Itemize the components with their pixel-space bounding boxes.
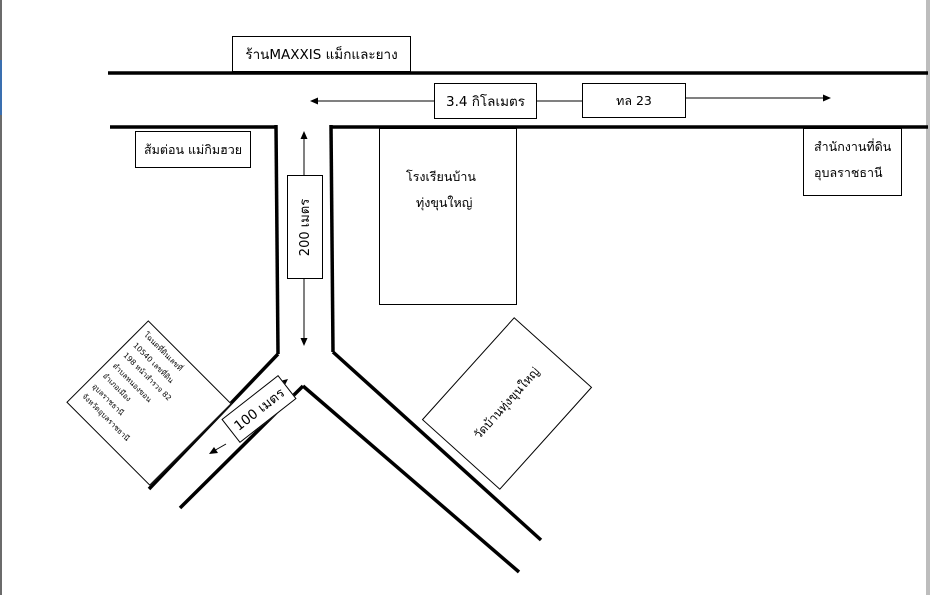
window-edge-right: [926, 0, 930, 595]
arrow-200-down-head: [300, 338, 308, 346]
arrow-200-up-head: [300, 131, 308, 139]
highway-label: ทล 23: [582, 83, 686, 118]
distance-200-label: 200 เมตร: [298, 198, 314, 256]
window-edge-left: [0, 0, 2, 595]
distance-200-box: 200 เมตร: [287, 175, 323, 279]
land-office-line-1: สำนักงานที่ดิน: [814, 139, 892, 154]
school-name-line-1: โรงเรียนบ้าน: [406, 169, 476, 184]
side-road-west-edge: [274, 124, 280, 355]
distance-arrow-west-head: [310, 97, 318, 105]
side-road-east-branch: [331, 350, 543, 542]
distance-main-label: 3.4 กิโลเมตร: [434, 83, 537, 119]
land-office-label: สำนักงานที่ดิน อุบลราชธานี: [803, 128, 902, 196]
arrow-100-down-head: [209, 447, 218, 454]
school-building: โรงเรียนบ้าน ทุ่งขุนใหญ่: [379, 128, 517, 305]
side-road-east-edge: [329, 124, 335, 353]
somtam-shop-label: ส้มต่อน แม่กิมฮวย: [135, 131, 251, 168]
land-office-line-2: อุบลราชธานี: [814, 165, 883, 180]
maxxis-shop-label: ร้านMAXXIS แม็กและยาง: [232, 36, 411, 72]
distance-arrow-east-head: [823, 94, 831, 102]
branch-road-east-edge: [301, 384, 521, 574]
temple-name: วัดบ้านทุ่งขุนใหญ่: [470, 364, 543, 442]
school-name-line-2: ทุ่งขุนใหญ่: [416, 195, 473, 210]
window-edge-accent: [0, 60, 2, 115]
